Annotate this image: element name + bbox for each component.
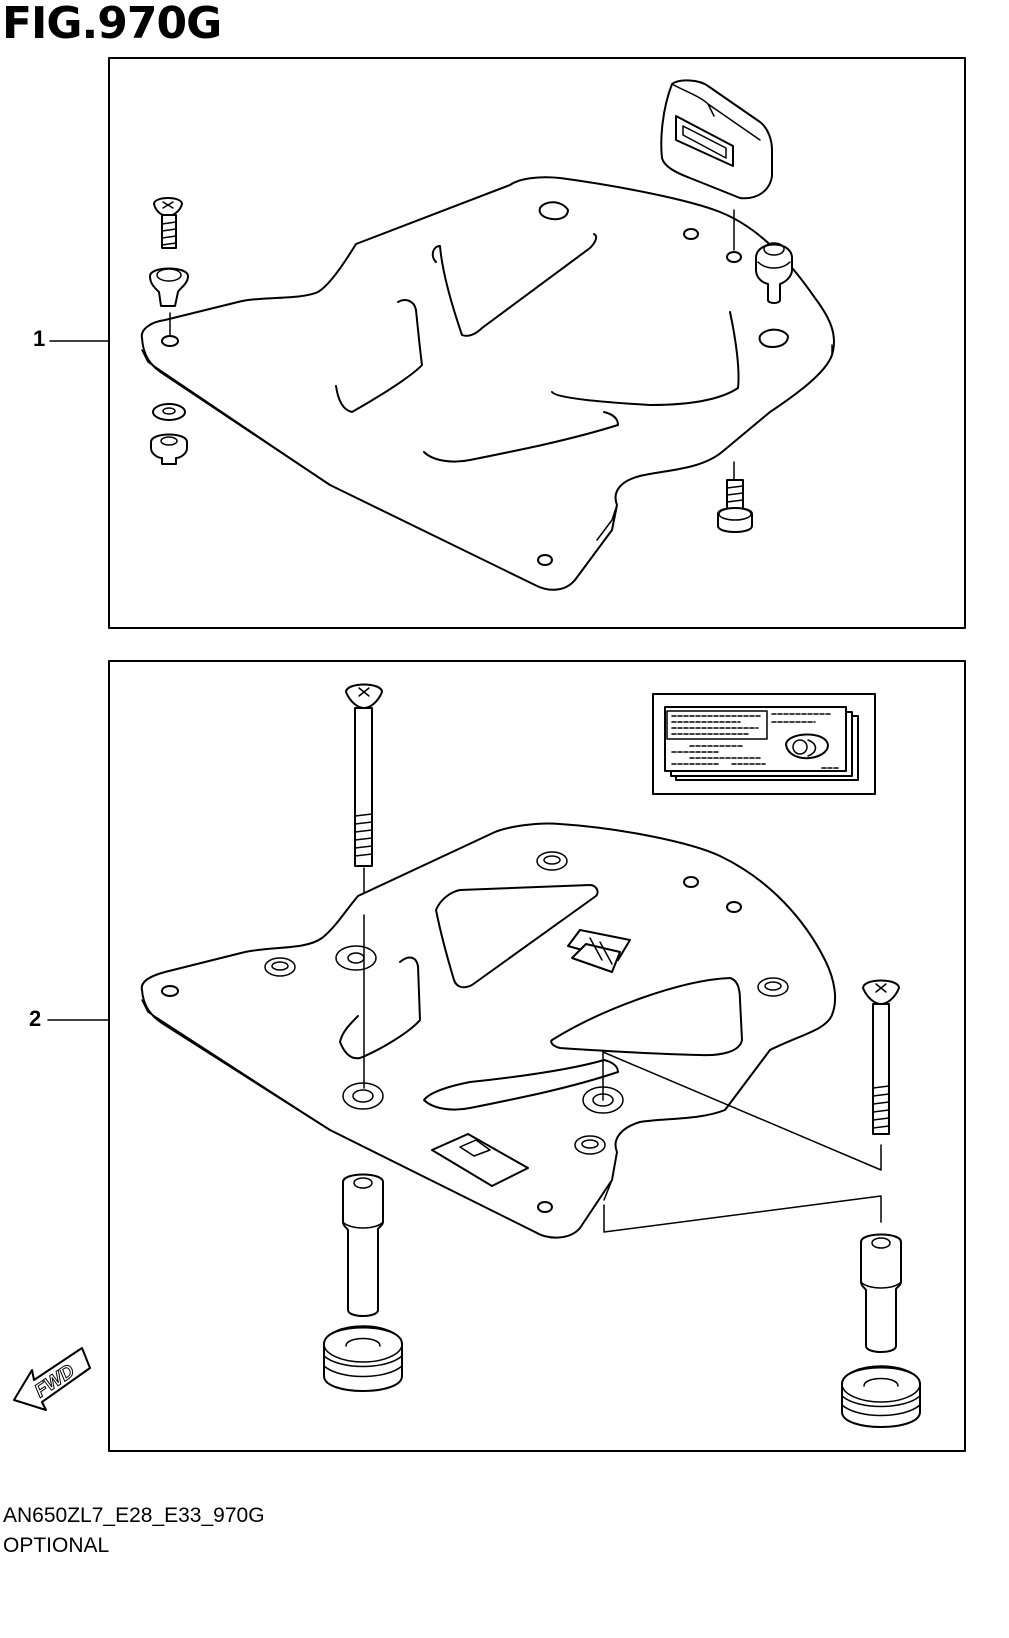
- rubber-grommet-right: [841, 1365, 921, 1428]
- carrier-plate-2: [140, 822, 837, 1239]
- mounting-knob: [755, 242, 793, 304]
- grab-handle: [660, 79, 773, 200]
- spacer-collar-right: [860, 1233, 902, 1353]
- instruction-card: [652, 693, 876, 795]
- spacer-collar-left: [342, 1173, 384, 1317]
- collar-nut-1: [149, 267, 189, 307]
- carrier-plate-1: [140, 176, 836, 591]
- footer-code: AN650ZL7_E28_E33_970G: [3, 1504, 265, 1527]
- footer-note: OPTIONAL: [3, 1534, 110, 1557]
- hex-bolt-1: [717, 479, 753, 533]
- washer-1: [152, 403, 186, 421]
- long-bolt-left: [345, 683, 383, 867]
- figure-title: FIG.970G: [2, 0, 222, 49]
- flat-head-screw-1: [153, 197, 183, 249]
- long-bolt-right: [862, 979, 900, 1135]
- callout-1-label: 1: [33, 326, 46, 351]
- fwd-arrow-icon: FWD: [13, 1347, 91, 1411]
- panel-2-frame: [108, 660, 966, 1452]
- callout-2-label: 2: [29, 1006, 42, 1031]
- rubber-grommet-left: [323, 1325, 403, 1392]
- panel-1-frame: [108, 57, 966, 629]
- flange-nut-1: [150, 433, 188, 465]
